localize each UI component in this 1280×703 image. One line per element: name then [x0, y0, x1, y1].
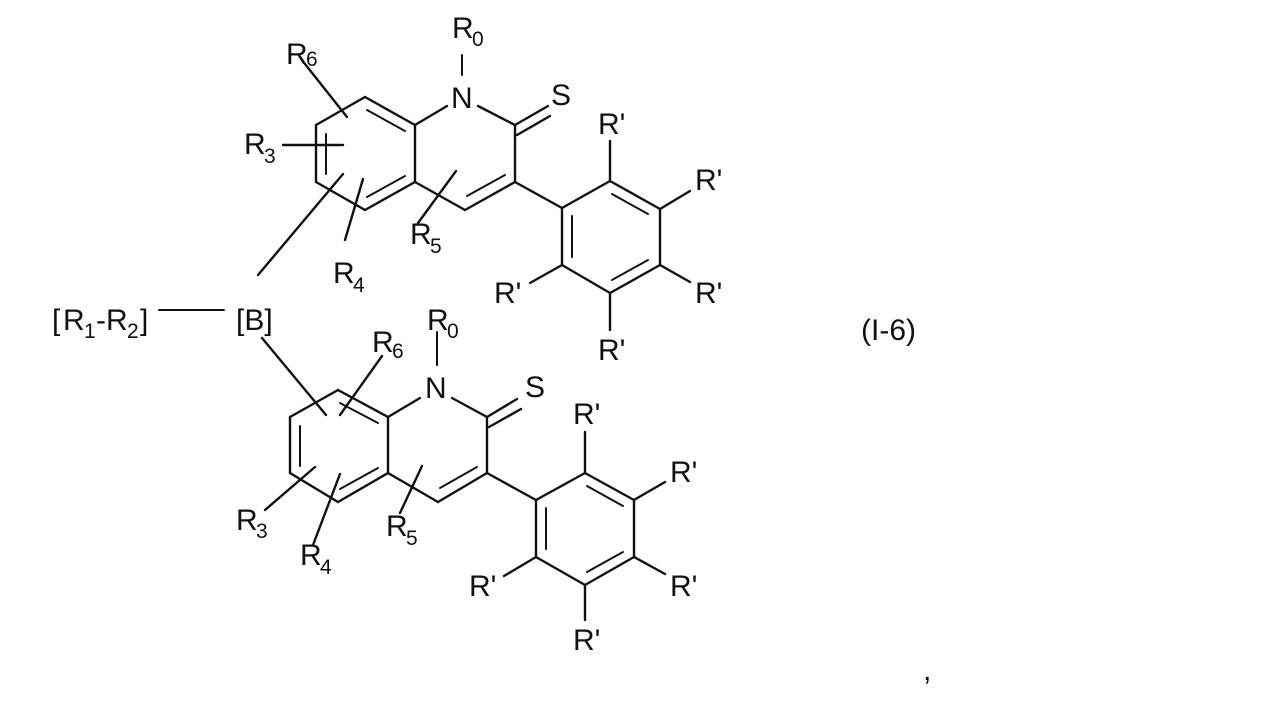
- top-phenyl-r-prime-4: R': [598, 334, 625, 367]
- bottom-phenyl-r-prime-5: R': [469, 570, 496, 603]
- svg-text:3: 3: [256, 520, 268, 543]
- bottom-r6-bond: [338, 354, 384, 417]
- top-r6-bond: [303, 62, 349, 119]
- top-phenyl-ring: [513, 139, 692, 332]
- svg-text:0: 0: [472, 28, 484, 51]
- top-r4-bond: [343, 177, 365, 242]
- top-nitrogen-atom: N: [451, 82, 473, 115]
- bottom-quinolinethione-unit: N S R 0 R 6 R 3 R 4 R 5: [236, 304, 697, 657]
- bottom-phenyl-r-prime-3: R': [670, 570, 697, 603]
- bottom-r4-label: R 4: [300, 539, 332, 579]
- bottom-r5-bond: [398, 464, 424, 515]
- formula-number-label: (I-6): [861, 314, 916, 347]
- r1-r2-group-label: [ R 1 - R 2 ]: [52, 304, 148, 343]
- svg-text:R: R: [244, 128, 266, 161]
- top-phenyl-r-prime-5: R': [494, 277, 521, 310]
- svg-text:3: 3: [264, 145, 276, 168]
- bottom-phenyl-r-prime-4: R': [573, 624, 600, 657]
- bottom-nitrogen-atom: N: [425, 372, 447, 405]
- svg-text:R: R: [333, 257, 355, 290]
- svg-text:R: R: [386, 510, 408, 543]
- top-phenyl-r-prime-3: R': [695, 277, 722, 310]
- svg-text:2: 2: [127, 320, 139, 343]
- svg-text:R: R: [372, 326, 394, 359]
- b-to-top-ring-bond: [256, 172, 345, 277]
- svg-text:R: R: [106, 304, 128, 337]
- svg-text:4: 4: [353, 274, 365, 297]
- top-r4-label: R 4: [333, 257, 365, 297]
- bridge-b-label: [B]: [236, 304, 273, 337]
- bottom-pyridine-ring: [386, 331, 523, 504]
- svg-text:R: R: [410, 218, 432, 251]
- svg-text:0: 0: [447, 320, 459, 343]
- bottom-r0-label: R 0: [427, 304, 459, 343]
- top-r5-label: R 5: [410, 218, 442, 258]
- top-pyridine-ring: [413, 54, 552, 212]
- svg-text:4: 4: [320, 556, 332, 579]
- top-r3-label: R 3: [244, 128, 276, 168]
- top-phenyl-r-prime-1: R': [598, 108, 625, 141]
- svg-text:6: 6: [306, 48, 318, 71]
- svg-text:R: R: [300, 539, 322, 572]
- bottom-sulfur-atom: S: [525, 371, 545, 404]
- top-r5-bond: [416, 169, 458, 225]
- svg-text:-: -: [96, 304, 106, 337]
- bottom-phenyl-ring: [485, 430, 667, 622]
- svg-text:5: 5: [406, 527, 418, 550]
- svg-text:5: 5: [430, 235, 442, 258]
- top-r6-label: R 6: [286, 38, 318, 71]
- bottom-phenyl-r-prime-1: R': [573, 398, 600, 431]
- bottom-r6-label: R 6: [372, 326, 404, 363]
- svg-text:1: 1: [84, 320, 96, 343]
- bottom-r4-bond: [311, 472, 342, 547]
- bottom-benzo-ring: [288, 388, 390, 504]
- bottom-r3-bond: [263, 465, 317, 512]
- bottom-r5-label: R 5: [386, 510, 418, 550]
- svg-text:R: R: [63, 304, 85, 337]
- top-sulfur-atom: S: [551, 79, 571, 112]
- bottom-phenyl-r-prime-2: R': [670, 456, 697, 489]
- core-linker: [ R 1 - R 2 ] [B]: [52, 172, 345, 417]
- svg-text:R: R: [452, 12, 474, 45]
- svg-text:R: R: [286, 38, 308, 71]
- bottom-r3-label: R 3: [236, 504, 268, 543]
- top-benzo-ring: [314, 95, 417, 212]
- svg-text:]: ]: [140, 304, 148, 337]
- top-quinolinethione-unit: N S R 0 R 6 R 3 R 4 R 5: [244, 12, 722, 367]
- svg-text:[: [: [52, 304, 61, 337]
- svg-text:R: R: [427, 304, 449, 337]
- svg-text:R: R: [236, 504, 258, 537]
- top-phenyl-r-prime-2: R': [695, 164, 722, 197]
- trailing-comma: ,: [923, 654, 931, 687]
- svg-text:6: 6: [392, 340, 404, 363]
- top-r0-label: R 0: [452, 12, 484, 51]
